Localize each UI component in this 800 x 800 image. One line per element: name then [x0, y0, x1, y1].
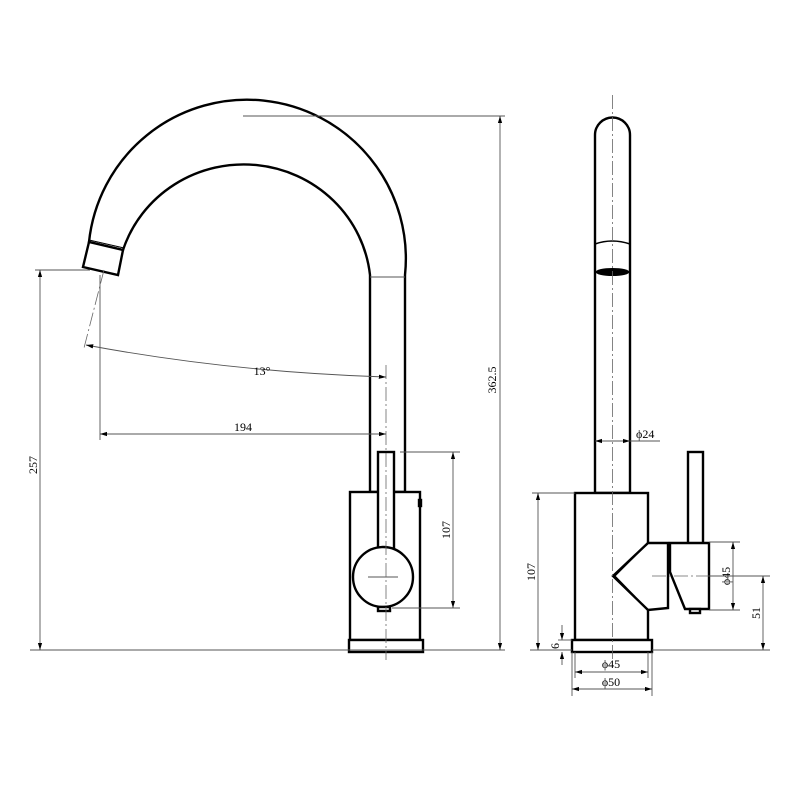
spout-aerator — [81, 240, 125, 277]
dim-outlet-height: 257 — [26, 456, 40, 474]
side-base — [570, 638, 654, 654]
side-lever — [686, 450, 705, 546]
dim-handle-axis-height: 51 — [749, 607, 763, 619]
side-view: ϕ24 107 6 ϕ45 51 ϕ45 ϕ50 — [524, 95, 770, 696]
dim-spout-diameter: ϕ24 — [636, 427, 654, 441]
spout-gooseneck — [87, 98, 408, 494]
dim-spout-angle: 13° — [254, 364, 271, 378]
dim-base-thickness: 6 — [548, 643, 562, 649]
dim-body-diameter: ϕ45 — [602, 657, 620, 671]
dim-body-height: 107 — [524, 563, 538, 581]
dim-total-height: 362.5 — [485, 367, 499, 394]
dim-lever-height: 107 — [439, 521, 453, 539]
front-view: 257 362.5 107 194 13° — [26, 98, 505, 660]
dim-spout-reach: 194 — [234, 420, 252, 434]
dim-base-diameter: ϕ50 — [602, 675, 620, 689]
handle-connector — [611, 541, 670, 612]
